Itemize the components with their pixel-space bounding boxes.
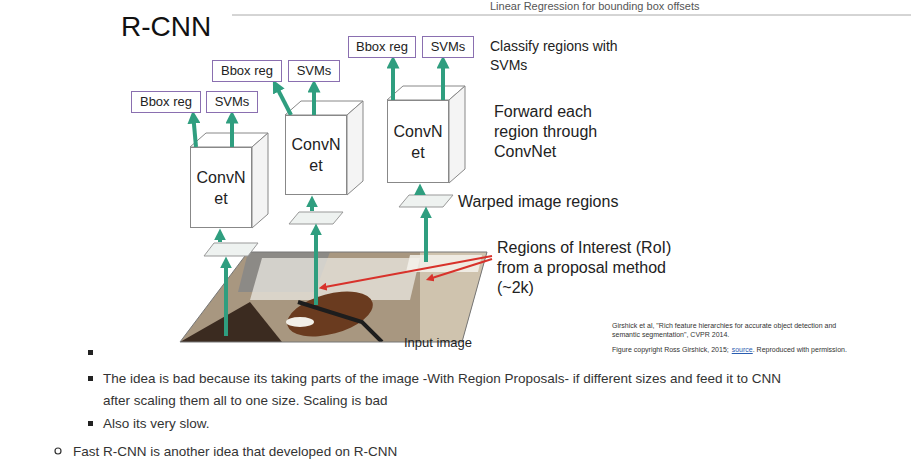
flow-arrow (312, 90, 316, 115)
bullet-mark (55, 448, 61, 454)
flow-arrow (230, 121, 234, 147)
convnet-block: ConvN et (285, 115, 347, 195)
flow-arrow (391, 66, 395, 100)
warped-region (289, 212, 343, 224)
source-link: source (732, 346, 753, 353)
output-box: SVMs (288, 60, 340, 82)
divider-line (232, 15, 911, 16)
flow-arrow (424, 216, 428, 262)
block-label: ConvN et (393, 121, 443, 163)
bullet-text: The idea is bad because its taking parts… (103, 368, 808, 412)
cube-side-face (449, 86, 465, 183)
annotation-label: Forward each region through ConvNet (494, 102, 626, 162)
flow-arrow (224, 266, 228, 336)
cube-faces (190, 86, 465, 228)
horse-blaze (286, 317, 314, 327)
citation-line: Figure copyright Ross Girshick, 2015;sou… (612, 342, 847, 354)
annotation-label: Classify regions with SVMs (490, 37, 642, 75)
block-label: ConvN et (196, 167, 246, 209)
bullet-mark (88, 350, 93, 355)
box-label: SVMs (297, 63, 332, 79)
output-box: Bbox reg (348, 36, 416, 58)
box-label: Bbox reg (356, 39, 408, 55)
bullet-mark (88, 421, 93, 426)
warped-region (399, 195, 453, 207)
flow-arrow (278, 89, 291, 115)
output-box: Bbox reg (131, 91, 201, 113)
box-label: Bbox reg (140, 94, 192, 110)
annotation-label: Input image (404, 335, 472, 351)
annotation-label: Linear Regression for bounding box offse… (490, 0, 700, 13)
bullet-text: Also its very slow. (103, 413, 210, 435)
convnet-block: ConvN et (190, 147, 252, 228)
annotation-label: Regions of Interest (RoI) from a proposa… (497, 238, 675, 298)
warped-region (204, 243, 258, 256)
citation-text: Figure copyright Ross Girshick, 2015; (612, 346, 729, 353)
citation-text: . Reproduced with permission. (753, 346, 847, 353)
flow-arrow (194, 121, 196, 147)
cube-side-face (252, 133, 268, 228)
cube-side-face (347, 101, 363, 195)
box-label: Bbox reg (221, 63, 273, 79)
flow-arrow (218, 238, 222, 242)
bullet-text: Fast R-CNN is another idea that develope… (73, 441, 397, 463)
slide-title: R-CNN (121, 12, 211, 42)
annotation-label: Warped image regions (458, 192, 618, 212)
box-label: SVMs (215, 94, 250, 110)
citation-text: Girshick et al, "Rich feature hierarchie… (612, 321, 844, 339)
flow-arrow (441, 66, 445, 100)
output-box: SVMs (206, 91, 258, 113)
leader-line (432, 259, 492, 278)
flow-arrow (310, 205, 314, 211)
convnet-block: ConvN et (387, 100, 449, 183)
box-label: SVMs (431, 39, 466, 55)
horse-harness (298, 302, 382, 342)
flow-arrow (314, 233, 318, 305)
output-box: Bbox reg (212, 60, 282, 82)
block-label: ConvN et (291, 134, 341, 176)
output-box: SVMs (422, 36, 474, 58)
bullet-mark (88, 376, 93, 381)
flow-arrow (418, 193, 422, 195)
leader-line (325, 256, 492, 287)
